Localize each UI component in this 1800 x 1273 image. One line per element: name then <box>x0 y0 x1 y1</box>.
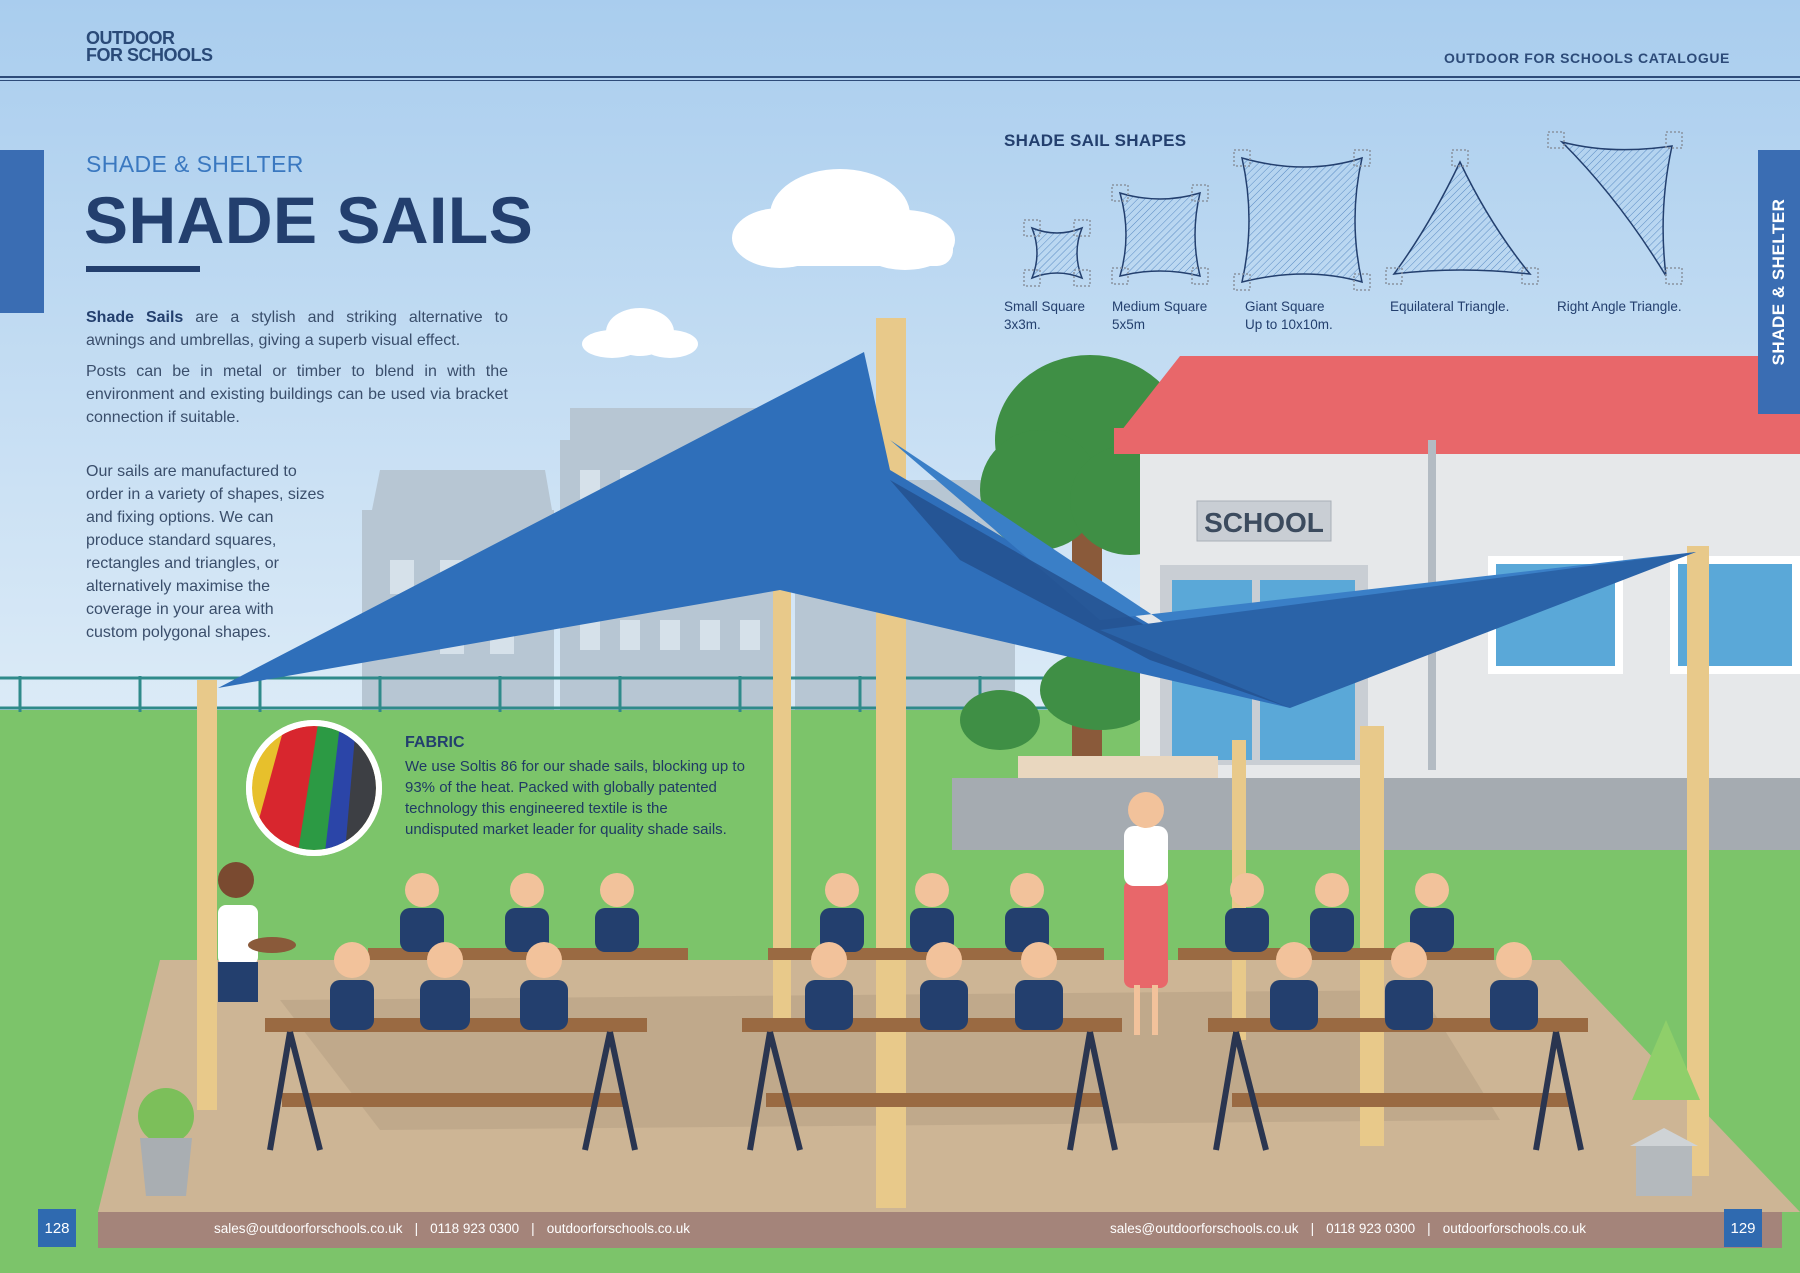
footer-bar <box>98 1212 1782 1248</box>
catalogue-title: OUTDOOR FOR SCHOOLS CATALOGUE <box>1444 50 1730 66</box>
shape-size: 3x3m. <box>1004 317 1041 332</box>
title-underline <box>86 266 200 272</box>
shape-label-small-square: Small Square 3x3m. <box>1004 298 1085 334</box>
page-number-left: 128 <box>38 1209 76 1247</box>
shape-label-giant-square: Giant Square Up to 10x10m. <box>1245 298 1333 334</box>
student <box>330 908 1538 1030</box>
shape-size: Up to 10x10m. <box>1245 317 1333 332</box>
teacher <box>1124 792 1168 1035</box>
header-rule <box>0 80 1800 81</box>
cloud <box>582 308 698 358</box>
shape-equilateral-triangle <box>1385 149 1539 285</box>
page-title: SHADE SAILS <box>84 183 534 257</box>
intro-lead-bold: Shade Sails <box>86 309 184 326</box>
shape-label-medium-square: Medium Square 5x5m <box>1112 298 1207 334</box>
shape-name: Medium Square <box>1112 299 1208 314</box>
footer-email[interactable]: sales@outdoorforschools.co.uk <box>1110 1221 1299 1236</box>
side-section-tab: SHADE & SHELTER <box>1758 150 1800 414</box>
shape-giant-square <box>1233 149 1371 291</box>
header-rule <box>0 76 1800 78</box>
student-head <box>334 873 1532 978</box>
shape-label-right-angle-triangle: Right Angle Triangle. <box>1557 298 1682 316</box>
separator: | <box>1427 1221 1431 1236</box>
shapes-heading: SHADE SAIL SHAPES <box>1004 131 1187 150</box>
logo: OUTDOOR FOR SCHOOLS <box>86 28 213 65</box>
section-kicker: SHADE & SHELTER <box>86 151 304 177</box>
fence <box>0 676 1100 712</box>
shape-small-square <box>1023 219 1091 287</box>
cloud <box>732 169 955 270</box>
shape-medium-square <box>1111 184 1209 285</box>
footer-phone[interactable]: 0118 923 0300 <box>430 1221 520 1236</box>
shade-sail <box>218 352 1290 708</box>
fabric-heading: FABRIC <box>405 734 465 751</box>
logo-line1: OUTDOOR <box>86 28 175 48</box>
footer-website[interactable]: outdoorforschools.co.uk <box>1442 1221 1587 1236</box>
side-tab-label: SHADE & SHELTER <box>1769 198 1788 366</box>
separator: | <box>414 1221 419 1236</box>
separator: | <box>531 1221 535 1236</box>
fabric-swatch-image <box>246 720 382 856</box>
footer-website[interactable]: outdoorforschools.co.uk <box>546 1221 691 1236</box>
intro-paragraph-3: Our sails are manufactured to order in a… <box>86 463 325 641</box>
shape-name: Small Square <box>1004 299 1086 314</box>
footer-email[interactable]: sales@outdoorforschools.co.uk <box>214 1221 403 1236</box>
footer-contact-left: sales@outdoorforschools.co.uk | 0118 923 0… <box>208 1221 696 1236</box>
intro-paragraph-1: Shade Sails are a stylish and striking a… <box>86 306 508 352</box>
shape-label-equilateral-triangle: Equilateral Triangle. <box>1390 298 1509 316</box>
separator: | <box>1310 1221 1315 1236</box>
school-sign: SCHOOL <box>1204 507 1324 538</box>
student <box>218 862 296 1002</box>
intro-paragraph-2: Posts can be in metal or timber to blend… <box>86 363 508 426</box>
shape-name: Giant Square <box>1245 299 1325 314</box>
page-number-right: 129 <box>1724 1209 1762 1247</box>
fabric-text: We use Soltis 86 for our shade sails, bl… <box>405 758 745 838</box>
footer-contact-right: sales@outdoorforschools.co.uk | 0118 923 0… <box>1104 1221 1592 1236</box>
shape-name: Right Angle Triangle. <box>1557 299 1682 314</box>
shape-name: Equilateral Triangle. <box>1390 299 1510 314</box>
intro-lead-rest: are a stylish and striking alternative t… <box>86 309 508 349</box>
planter <box>138 1020 1700 1196</box>
shape-right-angle-triangle <box>1547 131 1683 285</box>
logo-line2: FOR SCHOOLS <box>86 45 213 65</box>
shape-size: 5x5m <box>1112 317 1146 332</box>
footer-phone[interactable]: 0118 923 0300 <box>1326 1221 1416 1236</box>
intro-text: Shade Sails are a stylish and striking a… <box>86 306 508 437</box>
section-tab-marker <box>0 150 44 313</box>
